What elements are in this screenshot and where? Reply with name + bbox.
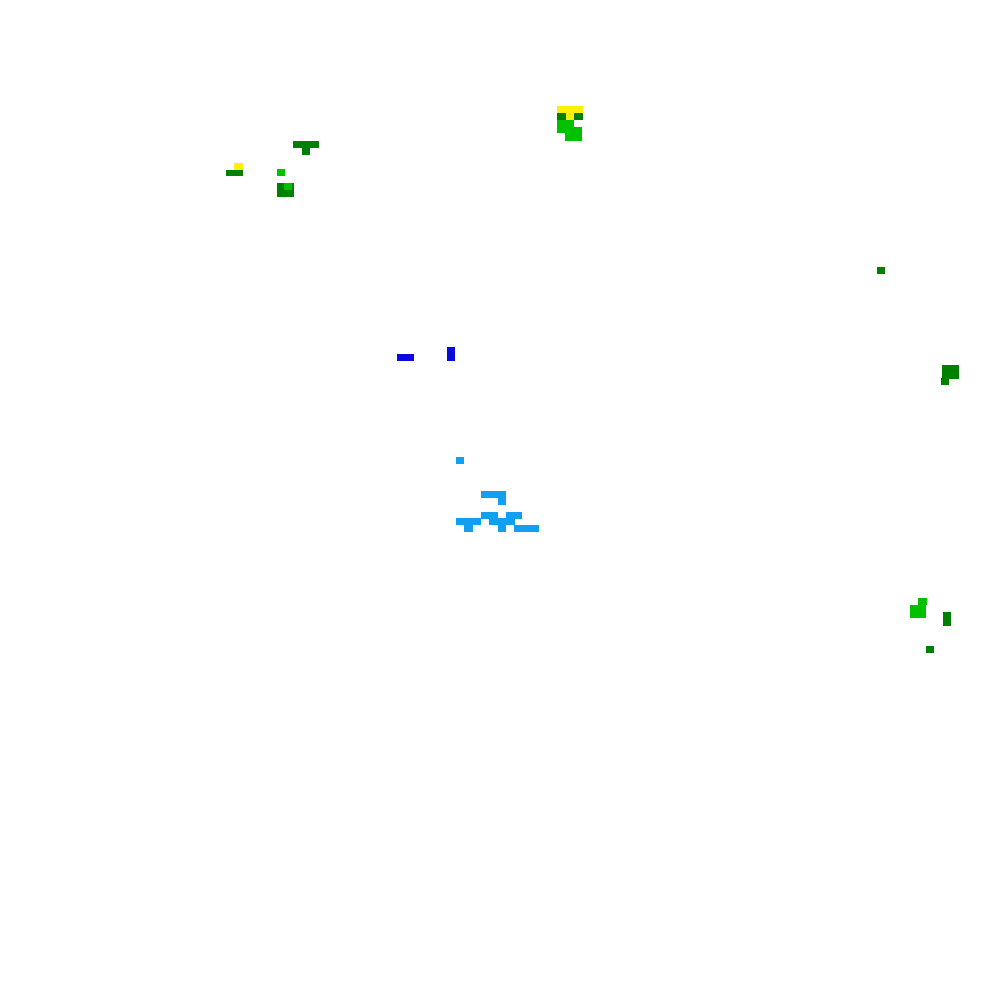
dark-green-pixel-block xyxy=(293,141,319,148)
light-blue-pixel-block xyxy=(506,512,522,519)
dark-green-pixel-block xyxy=(574,113,583,120)
dark-green-pixel-block xyxy=(877,267,885,274)
blue-pixel-block xyxy=(447,347,455,361)
dark-green-pixel-block xyxy=(557,113,566,120)
light-blue-pixel-block xyxy=(489,518,506,525)
yellow-pixel-block xyxy=(234,163,243,170)
dark-green-pixel-block xyxy=(926,646,934,653)
bright-green-pixel-block xyxy=(565,127,582,141)
dark-green-pixel-block xyxy=(277,183,294,197)
light-blue-pixel-block xyxy=(464,525,473,532)
yellow-pixel-block xyxy=(566,112,574,120)
yellow-pixel-block xyxy=(557,106,583,113)
light-blue-pixel-block xyxy=(456,457,464,464)
light-blue-pixel-block xyxy=(481,512,498,519)
blue-pixel-block xyxy=(397,354,414,361)
bright-green-pixel-block xyxy=(918,598,927,605)
bright-green-pixel-block xyxy=(277,169,285,176)
light-blue-pixel-block xyxy=(514,525,539,532)
light-blue-pixel-block xyxy=(506,518,515,525)
dark-green-pixel-block xyxy=(943,612,951,626)
light-blue-pixel-block xyxy=(456,518,481,525)
light-blue-pixel-block xyxy=(498,497,506,505)
dark-green-pixel-block xyxy=(302,147,310,155)
bright-green-pixel-block xyxy=(557,120,574,133)
dark-green-pixel-block xyxy=(226,170,243,176)
bright-green-pixel-block xyxy=(284,183,292,190)
dark-green-pixel-block xyxy=(941,378,949,385)
bright-green-pixel-block xyxy=(910,605,926,618)
dark-green-pixel-block xyxy=(942,365,959,379)
light-blue-pixel-block xyxy=(498,525,506,532)
light-blue-pixel-block xyxy=(481,491,506,498)
